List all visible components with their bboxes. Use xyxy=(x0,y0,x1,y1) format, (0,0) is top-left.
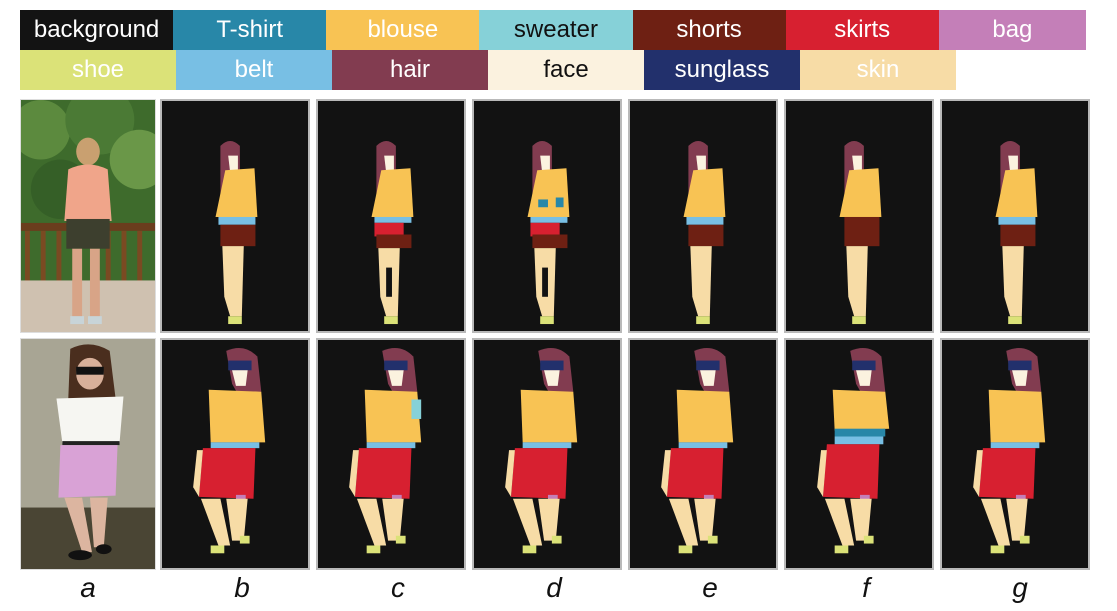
legend-skirts: skirts xyxy=(785,10,939,50)
legend-label: hair xyxy=(389,56,431,83)
column-label-f: f xyxy=(862,572,870,603)
segmentation-mask xyxy=(817,347,890,554)
legend-label: face xyxy=(543,56,589,83)
segmentation-mask xyxy=(349,347,422,554)
legend-tshirt: T-shirt xyxy=(173,10,327,50)
legend-label: sunglass xyxy=(674,56,770,83)
segmentation-e-row-2 xyxy=(628,338,778,570)
segmentation-mask xyxy=(683,141,726,325)
column-label-c: c xyxy=(391,572,405,603)
segmentation-d-row-2 xyxy=(472,338,622,570)
legend-hair: hair xyxy=(332,50,488,90)
legend-blouse: blouse xyxy=(326,10,480,50)
segmentation-b-row-2 xyxy=(160,338,310,570)
legend-background: background xyxy=(20,10,174,50)
segmentation-mask xyxy=(371,141,414,325)
column-label-g: g xyxy=(1012,572,1028,603)
segmentation-mask xyxy=(193,347,266,554)
legend-shorts: shorts xyxy=(632,10,786,50)
input-photo-row-1 xyxy=(20,99,156,333)
segmentation-mask xyxy=(527,141,570,325)
legend-label: blouse xyxy=(367,16,439,43)
segmentation-mask xyxy=(505,347,578,554)
legend-label: skin xyxy=(856,56,900,83)
legend-label: skirts xyxy=(834,16,891,43)
legend-label: sweater xyxy=(513,16,598,43)
legend-row-2: shoe belt hair face sunglass skin xyxy=(20,50,1086,90)
legend-belt: belt xyxy=(176,50,332,90)
segmentation-g-row-1 xyxy=(940,99,1090,333)
legend-label: shorts xyxy=(676,16,742,43)
segmentation-c-row-1 xyxy=(316,99,466,333)
photo-deck-illustration xyxy=(21,100,155,332)
segmentation-f-row-1 xyxy=(784,99,934,333)
column-label-a: a xyxy=(80,572,96,603)
segmentation-g-row-2 xyxy=(940,338,1090,570)
photo-indoor-illustration xyxy=(21,339,155,569)
column-label-e: e xyxy=(702,572,718,603)
color-legend: background T-shirt blouse sweater shorts… xyxy=(20,10,1086,90)
segmentation-mask xyxy=(839,141,882,325)
column-label-d: d xyxy=(546,572,562,603)
segmentation-e-row-1 xyxy=(628,99,778,333)
legend-label: shoe xyxy=(71,56,125,83)
legend-sunglass: sunglass xyxy=(644,50,800,90)
segmentation-mask xyxy=(661,347,734,554)
segmentation-d-row-1 xyxy=(472,99,622,333)
segmentation-mask xyxy=(995,141,1038,325)
input-photo-row-2 xyxy=(20,338,156,570)
segmentation-mask xyxy=(973,347,1046,554)
legend-label: T-shirt xyxy=(216,16,284,43)
segmentation-b-row-1 xyxy=(160,99,310,333)
legend-sweater: sweater xyxy=(479,10,633,50)
legend-bag: bag xyxy=(938,10,1086,50)
segmentation-f-row-2 xyxy=(784,338,934,570)
column-label-b: b xyxy=(234,572,250,603)
legend-row-1: background T-shirt blouse sweater shorts… xyxy=(20,10,1086,50)
legend-label: background xyxy=(33,16,160,43)
segmentation-c-row-2 xyxy=(316,338,466,570)
legend-skin: skin xyxy=(800,50,956,90)
legend-shoe: shoe xyxy=(20,50,176,90)
legend-label: bag xyxy=(992,16,1033,43)
legend-label: belt xyxy=(234,56,274,83)
legend-face: face xyxy=(488,50,644,90)
segmentation-mask xyxy=(215,141,258,325)
